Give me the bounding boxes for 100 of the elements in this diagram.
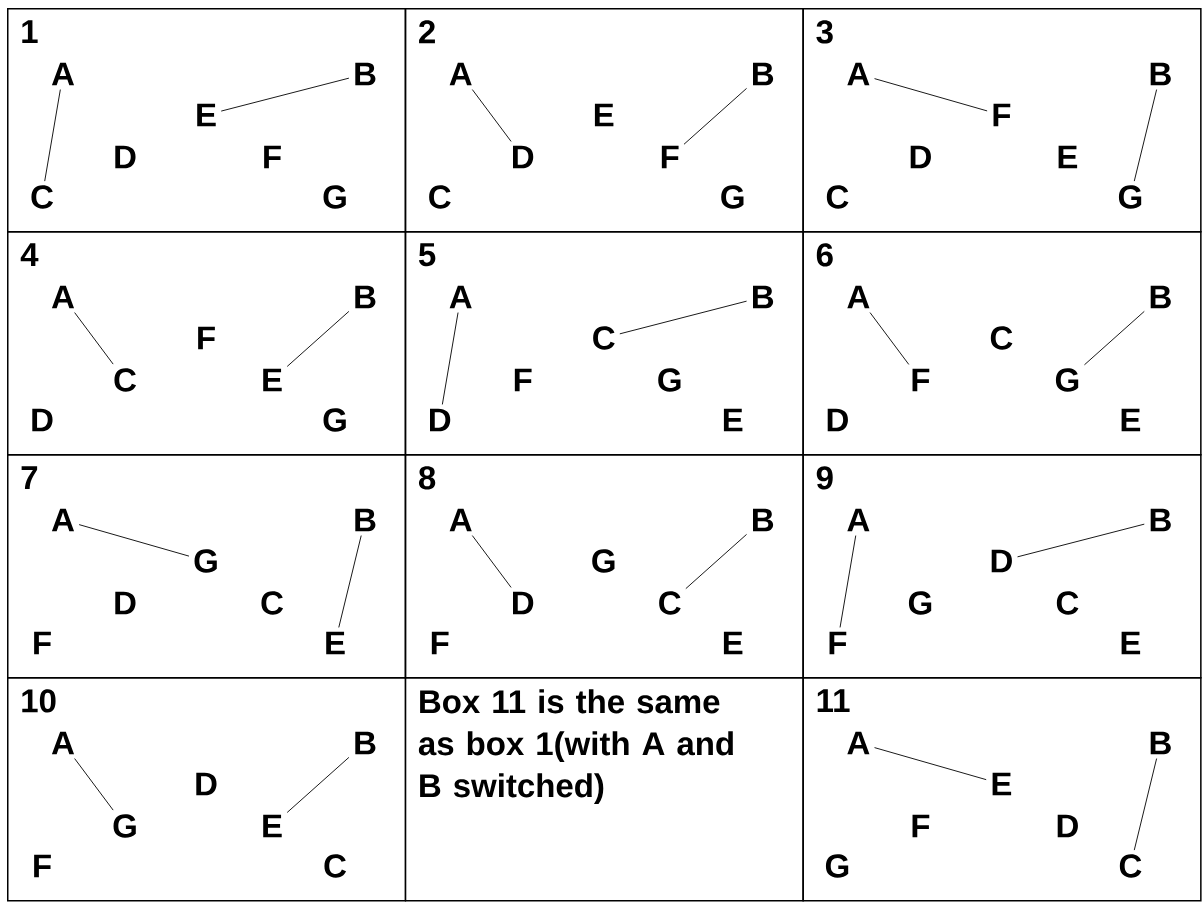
point-label: E (326, 631, 345, 655)
connector-line (1133, 89, 1158, 182)
point-label: G (1055, 368, 1079, 392)
point-label: C (429, 185, 451, 209)
point-label: G (721, 185, 744, 209)
point-label: C (593, 326, 615, 350)
connector-line (286, 310, 350, 367)
connector-line (869, 312, 910, 365)
point-label: B (1150, 285, 1171, 309)
connector-line (619, 300, 748, 335)
connector-line (74, 312, 114, 365)
point-label: F (514, 368, 532, 392)
point-label: G (323, 185, 346, 209)
point-label: A (847, 731, 870, 755)
point-label: B (1150, 508, 1171, 532)
point-label: B (355, 285, 376, 309)
point-label: D (1057, 814, 1078, 838)
point-label: B (355, 508, 376, 532)
point-label: D (827, 408, 848, 432)
point-label: F (34, 631, 51, 655)
point-label: F (912, 368, 930, 392)
connector-line (78, 524, 190, 557)
point-label: C (1056, 591, 1079, 615)
point-label: D (910, 145, 931, 169)
point-label: B (753, 285, 774, 309)
point-label: A (51, 731, 75, 755)
point-label: G (658, 368, 681, 392)
point-label: D (115, 145, 136, 169)
point-label: E (723, 408, 743, 432)
point-label: F (912, 814, 930, 838)
point-label: E (723, 631, 743, 655)
connector-line (441, 312, 459, 405)
connector-line (286, 756, 350, 813)
point-label: A (847, 62, 870, 86)
connector-line (1084, 310, 1145, 366)
note-cell: Box 11 is the same as box 1(with A and B switched) (404, 677, 804, 902)
point-label: C (114, 368, 136, 392)
connector-line (471, 535, 512, 588)
point-label: C (990, 326, 1013, 350)
point-label: B (1150, 731, 1171, 755)
point-label: G (1118, 185, 1142, 209)
point-label: D (513, 591, 534, 615)
point-label: A (51, 62, 75, 86)
point-label: A (51, 285, 75, 309)
point-label: E (1121, 408, 1141, 432)
point-label: D (115, 591, 136, 615)
connector-line (220, 77, 350, 112)
connector-line (839, 535, 857, 628)
point-label: G (194, 549, 217, 573)
point-label: C (826, 185, 849, 209)
connector-line (471, 89, 512, 142)
point-label: A (847, 285, 870, 309)
connector-line (874, 78, 988, 112)
point-label: B (355, 62, 376, 86)
connector-line (74, 758, 114, 811)
point-label: D (196, 772, 217, 796)
point-label: G (113, 814, 136, 838)
point-label: A (449, 285, 472, 309)
point-label: G (825, 854, 849, 878)
point-label: F (198, 326, 215, 350)
point-label: G (908, 591, 932, 615)
point-label: A (449, 508, 472, 532)
point-label: E (1058, 145, 1078, 169)
point-label: E (1121, 631, 1141, 655)
point-label: F (431, 631, 449, 655)
connector-line (1133, 758, 1158, 851)
point-label: E (594, 103, 614, 127)
connector-line (1017, 523, 1145, 558)
point-label: A (449, 62, 472, 86)
point-label: C (659, 591, 681, 615)
point-label: D (513, 145, 534, 169)
point-label: B (753, 508, 774, 532)
point-label: A (847, 508, 870, 532)
point-label: B (753, 62, 774, 86)
connector-line (683, 87, 748, 145)
point-label: E (992, 772, 1012, 796)
point-label: G (592, 549, 615, 573)
point-label: E (263, 368, 282, 392)
point-label: F (264, 145, 281, 169)
point-label: A (51, 508, 75, 532)
point-label: E (263, 814, 282, 838)
point-label: F (661, 145, 679, 169)
point-label: F (34, 854, 51, 878)
point-label: C (261, 591, 283, 615)
connector-line (685, 533, 748, 590)
point-label: D (991, 549, 1012, 573)
point-label: F (829, 631, 847, 655)
point-label: C (31, 185, 53, 209)
point-label: D (430, 408, 451, 432)
point-label: B (355, 731, 376, 755)
connector-line (338, 535, 362, 628)
point-label: F (993, 103, 1011, 127)
connector-line (44, 89, 61, 182)
point-label: C (324, 854, 346, 878)
point-label: B (1150, 62, 1171, 86)
point-label: C (1119, 854, 1142, 878)
point-label: E (197, 103, 216, 127)
point-label: D (32, 408, 53, 432)
point-label: G (323, 408, 346, 432)
connector-line (874, 747, 987, 781)
